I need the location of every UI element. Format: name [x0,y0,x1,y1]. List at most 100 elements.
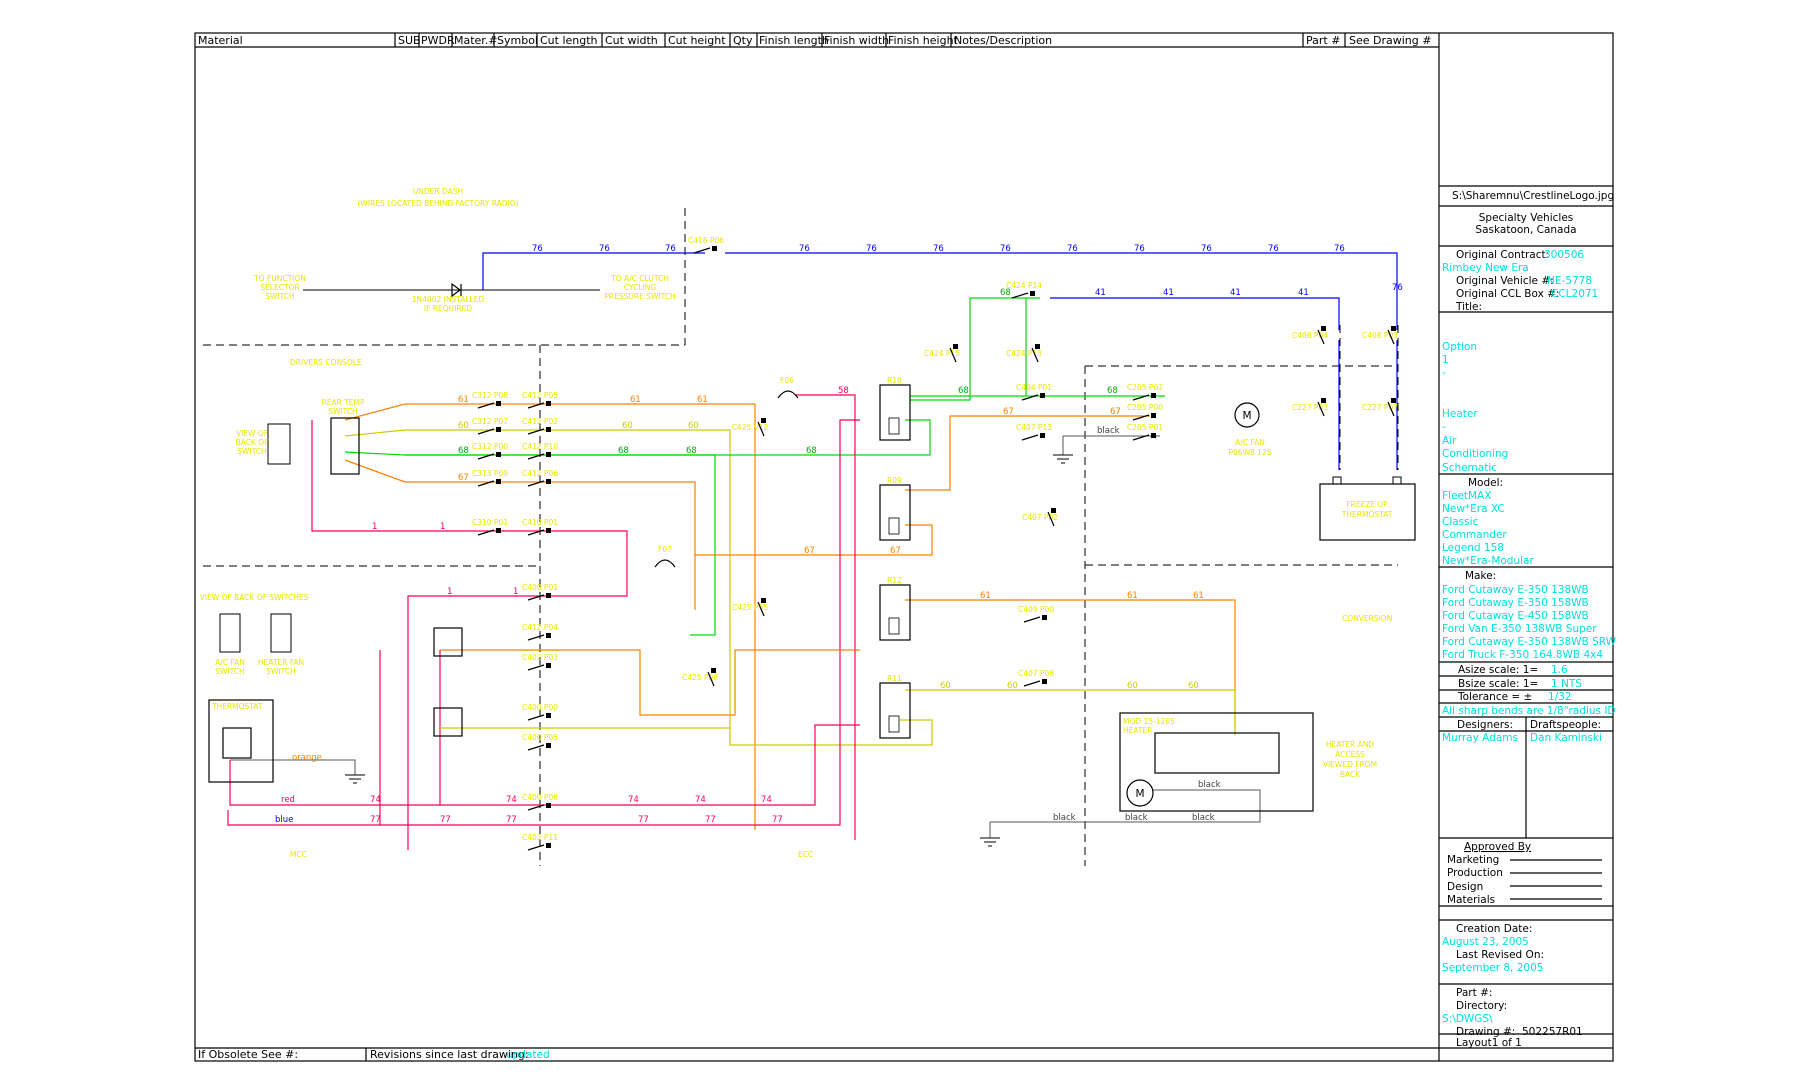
wire-label: 68 [458,446,469,456]
wire-label: 76 [1392,283,1403,293]
wire-label: black [1198,780,1221,790]
wire-label: 68 [1107,386,1118,396]
connector-c402b: C402 P11 [522,833,558,851]
contact-terminal [546,452,551,457]
wire-label: 68 [1000,288,1011,298]
wire-label: 61 [697,395,708,405]
connector-label: C400 P06 [522,793,558,802]
contact-line [527,594,545,601]
tolerance-label: Tolerance = ± [1457,691,1532,703]
model-label: Model: [1468,477,1503,489]
contact-terminal [953,344,958,349]
wire-label: 41 [1230,288,1241,298]
revisions-value: updated [506,1049,550,1061]
contact-terminal [546,803,551,808]
revisions-label: Revisions since last drawing: [370,1048,529,1061]
contact-line [693,247,711,254]
wire-label: 41 [1298,288,1309,298]
last-revised-label: Last Revised On: [1456,949,1544,961]
ecc-label: ECC [798,850,813,859]
connector-label: C425 P35 [732,603,768,612]
connector-label: C425 V12 [732,423,769,432]
col-qty: Qty [733,34,753,47]
rear-temp-switch: REAR TEMP SWITCH [322,398,365,475]
under-dash-circuit: TO FUNCTION SELECTOR SWITCH TO A/C CLUTC… [253,274,676,313]
rear-switch-back-view: VIEW OF BACK OF SWITCH [236,423,291,465]
col-cut-length: Cut length [540,34,598,47]
original-contract-label: Original Contract: [1456,249,1549,261]
view-rear-label: SWITCH [237,447,266,456]
view-back-switches-label: VIEW OF BACK OF SWITCHES [200,593,309,602]
contact-terminal [712,246,717,251]
connector-label: C205 P00 [1127,403,1163,412]
footer-bar: If Obsolete See #: Revisions since last … [198,1048,550,1061]
contact-terminal [546,663,551,668]
wire-label: 60 [688,421,699,431]
col-material: Material [198,34,243,47]
wire-76-labels: 76 76 76 76 76 76 76 76 76 76 76 76 76 [532,244,1403,293]
connector-label: C412 P02 [522,417,558,426]
contact-line [527,664,545,671]
wire-label: 67 [1003,407,1014,417]
wire-label: 76 [1268,244,1279,254]
wire-black [230,435,1261,838]
connector-c400d: C400 P06 [522,793,558,811]
wire-label: 74 [628,795,639,805]
original-vehicle-label: Original Vehicle #: [1456,275,1554,287]
relay-label: R09 [887,476,902,485]
heater-view-label: HEATER AND [1326,740,1375,749]
wire-label: 60 [1127,681,1138,691]
connector-label: C312 P08 [472,391,508,400]
wire-label: 1 [513,587,518,597]
connector-label: C400 P01 [522,583,558,592]
contact-terminal [496,452,501,457]
wire-76 [482,252,1398,470]
connector-c425a: C425 V12 [732,418,769,437]
wire-label: 68 [958,386,969,396]
relay-label: R12 [887,576,902,585]
model-item: New*Era XC [1442,503,1505,515]
to-ac-clutch-label: TO A/C CLUTCH [610,274,669,283]
col-cut-height: Cut height [668,34,726,47]
connector-c407: C407 P13 [1016,423,1052,441]
contact-terminal [711,668,716,673]
thermostat: THERMOSTAT [208,699,274,783]
connector-label: C205 P02 [1127,383,1163,392]
contact-line [1317,329,1325,345]
connector-c404: C404 P01 [1016,383,1052,401]
contact-terminal [546,633,551,638]
customer-name: Rimbey New Era [1442,262,1529,274]
approval-materials: Materials [1447,894,1495,906]
contact-line [477,480,495,487]
connector-label: C402 P11 [522,833,558,842]
contact-terminal [1391,326,1396,331]
connector-label: C425 P06 [682,673,718,682]
approval-marketing: Marketing [1447,854,1499,866]
connector-label: C408 P03 [1362,331,1398,340]
contact-line [527,402,545,409]
col-part: Part # [1306,34,1340,47]
model-list: FleetMAX New*Era XC Classic Commander Le… [1442,490,1534,567]
view-rear-label: BACK OF [236,438,269,447]
connector-label: C412 P05 [522,391,558,400]
connector-c313: C313 P09 [472,469,508,487]
connector-c310: C310 P01 [472,518,508,536]
connector-c402a: C402 P03 [522,653,558,671]
contact-terminal [1040,433,1045,438]
heater-label: MOD 15-1205 [1123,717,1175,726]
wire-conversion-60 [440,689,1236,735]
connector-c424c: C424 P13 [1006,344,1042,363]
draftspeople-label: Draftspeople: [1530,719,1601,731]
connector-label: C407 P02 [1022,513,1058,522]
col-notes: Notes/Description [954,34,1052,47]
wire-label: 76 [1334,244,1345,254]
col-cut-width: Cut width [605,34,658,47]
connector-label: C412 P10 [522,442,558,451]
contact-terminal [1321,326,1326,331]
connector-label: C410 P01 [522,518,558,527]
original-ccl-label: Original CCL Box #: [1456,288,1559,300]
bom-header: Material SUB PWDR Mater.# Symbol Cut len… [198,34,1431,47]
model-item: New*Era-Modular [1442,555,1534,567]
col-symbol: Symbol [497,34,538,47]
designers-label: Designers: [1457,719,1513,731]
